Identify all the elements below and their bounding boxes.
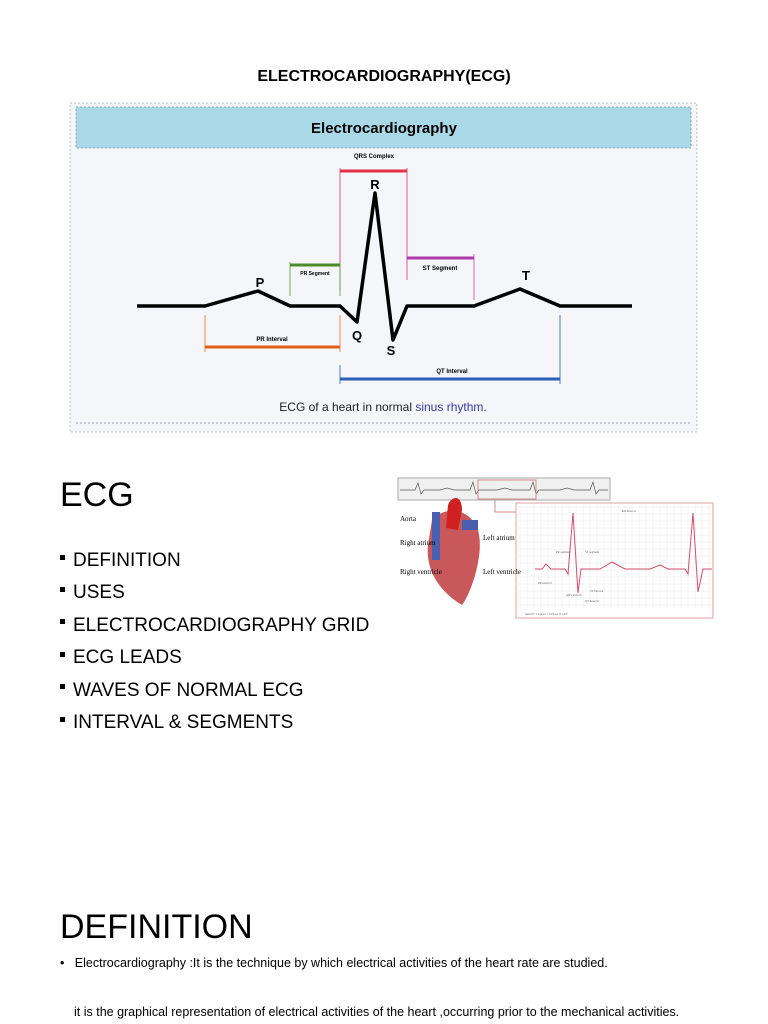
ecg-topic-item: DEFINITION bbox=[60, 550, 181, 572]
document-title: ELECTROCARDIOGRAPHY(ECG) bbox=[257, 68, 511, 85]
aorta-label: Aorta bbox=[400, 515, 417, 523]
t-wave-label: T bbox=[522, 268, 530, 283]
ecg-waveform bbox=[137, 191, 632, 342]
pr-interval-label: PR Interval bbox=[256, 337, 288, 343]
ecg-grid-panel bbox=[515, 502, 714, 619]
grid-footer: mm/mV 1 square = 0.04 sec/0.1mV bbox=[525, 612, 569, 616]
left-atrium-label: Left atrium bbox=[483, 534, 515, 542]
ecg-topic-item: USES bbox=[60, 582, 125, 604]
ecg-topic-label: DEFINITION bbox=[73, 550, 181, 571]
bullet-square-icon bbox=[60, 651, 65, 657]
p-wave-label: P bbox=[256, 275, 265, 290]
diagram-caption: ECG of a heart in normal sinus rhythm. bbox=[279, 400, 486, 414]
qrs-complex-label: QRS Complex bbox=[354, 154, 395, 160]
diagram-header: Electrocardiography bbox=[311, 120, 458, 137]
definition-heading: DEFINITION bbox=[60, 908, 253, 946]
st-interval-grid-label: ST interval bbox=[590, 589, 604, 593]
bullet-square-icon bbox=[60, 619, 65, 625]
ecg-diagram: Electrocardiography QRS Complex PR Segme… bbox=[69, 102, 698, 433]
qt-interval-grid-label: QT interval bbox=[585, 599, 599, 603]
pr-segment-grid-label: PR segment bbox=[556, 550, 571, 554]
st-segment-label: ST Segment bbox=[423, 266, 458, 272]
rr-interval-label: RR interval bbox=[622, 509, 636, 513]
ecg-topic-label: ELECTROCARDIOGRAPHY GRID bbox=[73, 614, 370, 636]
ecg-topic-label: INTERVAL & SEGMENTS bbox=[73, 712, 294, 733]
ecg-topic-label: ECG LEADS bbox=[73, 647, 182, 669]
s-wave-label: S bbox=[387, 343, 396, 358]
ecg-strip bbox=[397, 477, 611, 501]
st-segment-grid-label: ST segment bbox=[585, 550, 599, 554]
ecg-heading: ECG bbox=[60, 476, 134, 514]
ecg-topic-label: USES bbox=[73, 582, 125, 604]
definition-line-2: it is the graphical representation of el… bbox=[74, 1005, 680, 1019]
ecg-topic-item: WAVES OF NORMAL ECG bbox=[60, 680, 304, 702]
grid-ecg-trace bbox=[535, 512, 712, 594]
ecg-topic-item: ELECTROCARDIOGRAPHY GRID bbox=[60, 615, 369, 637]
ecg-topic-item: INTERVAL & SEGMENTS bbox=[60, 712, 293, 734]
definition-line-1: Electrocardiography :It is the technique… bbox=[74, 956, 608, 970]
qt-interval-label: QT Interval bbox=[436, 369, 468, 375]
ecg-topic-item: ECG LEADS bbox=[60, 647, 182, 669]
definition-bullet: • Electrocardiography :It is the techniq… bbox=[60, 956, 608, 970]
heart-ecg-illustration: RR interval PR segment ST segment PR int… bbox=[397, 477, 714, 619]
right-atrium-label: Right atrium bbox=[400, 539, 436, 547]
q-wave-label: Q bbox=[352, 328, 362, 343]
ecg-topic-label: WAVES OF NORMAL ECG bbox=[73, 679, 304, 701]
left-ventricle-label: Left ventricle bbox=[483, 568, 521, 576]
pr-segment-label: PR Segment bbox=[300, 271, 330, 277]
qrs-grid-label: QRS interval bbox=[566, 593, 582, 597]
heart-icon bbox=[427, 498, 480, 605]
pr-interval-grid-label: PR interval bbox=[538, 581, 552, 585]
bullet-square-icon bbox=[60, 716, 65, 722]
r-wave-label: R bbox=[370, 177, 380, 192]
sinus-rhythm-link[interactable]: sinus rhythm. bbox=[415, 400, 486, 414]
bullet-square-icon bbox=[60, 554, 65, 560]
diagram-header-band bbox=[75, 106, 692, 149]
right-ventricle-label: Right ventricle bbox=[400, 568, 442, 576]
caption-text: ECG of a heart in normal bbox=[279, 400, 415, 414]
bullet-square-icon bbox=[60, 684, 65, 690]
bullet-square-icon bbox=[60, 586, 65, 592]
